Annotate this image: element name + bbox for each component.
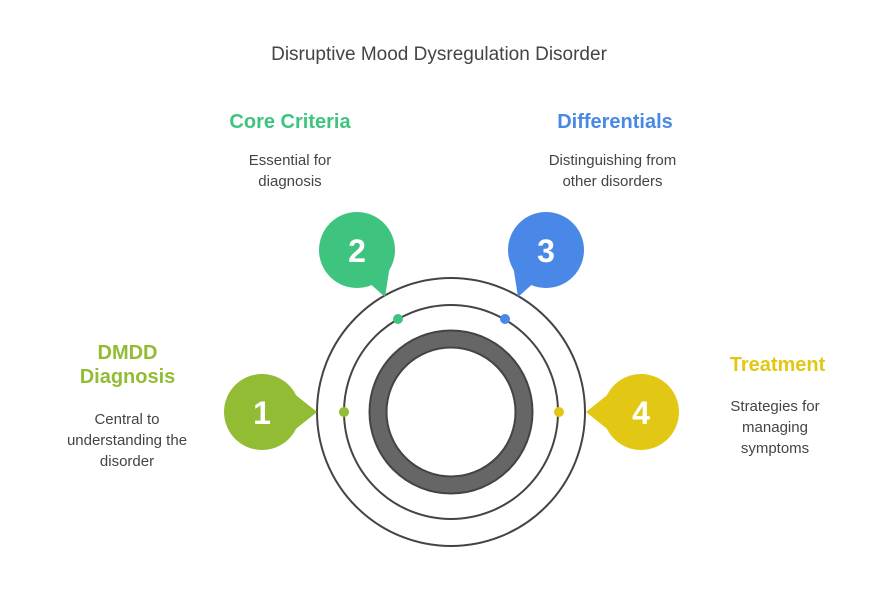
- bubble-number-3: 3: [537, 233, 555, 269]
- item-2-heading: Core Criteria: [229, 111, 351, 133]
- item-4-description: Strategies for managing symptoms: [730, 398, 820, 457]
- bubble-3: 3: [508, 212, 584, 297]
- diagram-title: Disruptive Mood Dysregulation Disorder: [271, 44, 607, 65]
- item-1-heading: DMDD Diagnosis: [79, 342, 176, 388]
- item-4-heading: Treatment: [729, 354, 826, 376]
- bubble-2: 2: [319, 212, 395, 297]
- bubble-1: 1: [224, 374, 317, 450]
- bubble-number-4: 4: [632, 395, 650, 431]
- center-ring-fill: [370, 331, 532, 493]
- item-2-description: Essential for diagnosis: [248, 152, 332, 190]
- outer-ring: [316, 277, 586, 547]
- item-1-description: Central to understanding the disorder: [66, 411, 188, 470]
- bubble-number-2: 2: [348, 233, 366, 269]
- bubble-number-1: 1: [253, 395, 271, 431]
- dot-1: [339, 407, 349, 417]
- dot-4: [554, 407, 564, 417]
- item-3-description: Distinguishing from other disorders: [548, 152, 677, 190]
- dot-3: [500, 314, 510, 324]
- bubble-4: 4: [586, 374, 679, 450]
- item-3-heading: Differentials: [557, 111, 673, 133]
- dot-2: [393, 314, 403, 324]
